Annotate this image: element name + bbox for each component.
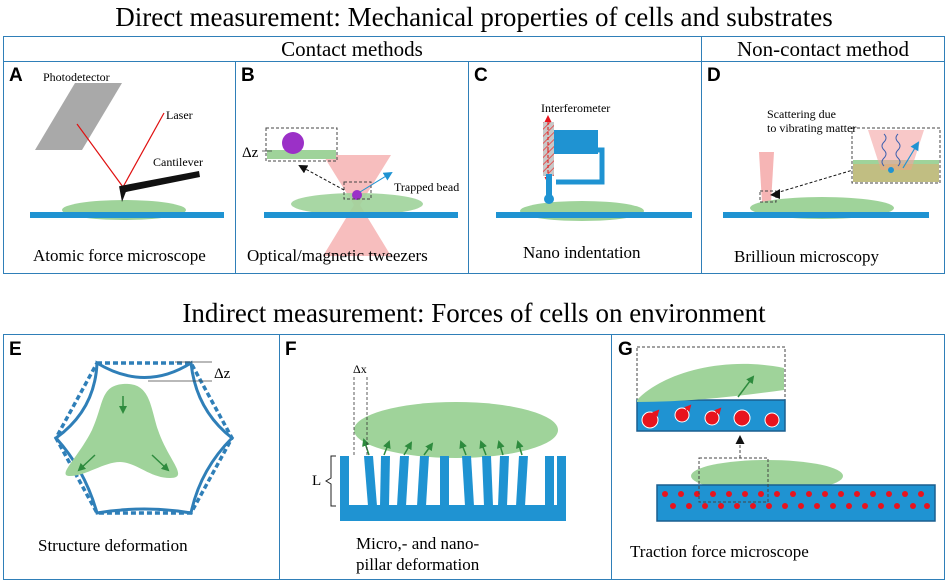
- tfm-zoom-region: [698, 457, 769, 503]
- panel-divider-ab: [235, 61, 236, 274]
- panel-letter-b: B: [241, 65, 255, 86]
- inset-bead: [282, 132, 304, 154]
- label-laser: Laser: [166, 108, 193, 122]
- direct-measurement-title: Direct measurement: Mechanical propertie…: [115, 2, 833, 32]
- caption-micropillar-line2: pillar deformation: [356, 555, 480, 574]
- traction-force-illustration: [636, 346, 936, 522]
- tweezers-illustration: [262, 127, 458, 256]
- scatter-connector: [775, 169, 854, 194]
- cell-e: [65, 383, 179, 478]
- label-cantilever: Cantilever: [153, 155, 203, 169]
- cell-b: [291, 193, 423, 215]
- force-arrow-e-right: [151, 454, 170, 472]
- scatter-wave-right: [895, 133, 901, 167]
- indenter-tip: [544, 194, 554, 204]
- structure-deformation-illustration: [53, 360, 235, 515]
- afm-illustration: [30, 83, 224, 220]
- zoom-box-large: [265, 127, 338, 162]
- panel-letter-c: C: [474, 65, 488, 86]
- panel-letter-a: A: [9, 65, 23, 86]
- L-bracket: [325, 455, 336, 507]
- label-dz-b: Δz: [242, 145, 259, 161]
- cell-g: [691, 460, 843, 492]
- substrate-c: [496, 212, 692, 218]
- laser-beam-out: [122, 112, 165, 188]
- label-L: L: [312, 473, 322, 489]
- pillar-base: [340, 505, 566, 521]
- label-interferometer: Interferometer: [541, 101, 611, 115]
- contact-methods-header: Contact methods: [281, 37, 423, 61]
- panel-letter-f: F: [285, 339, 297, 360]
- scatter-arrow: [902, 141, 920, 169]
- cantilever-arm: [120, 171, 200, 193]
- gel-substrate: [656, 484, 936, 522]
- label-photodetector: Photodetector: [43, 70, 110, 84]
- caption-micropillar-line1: Micro,- and nano-: [356, 534, 480, 553]
- label-scattering-line2: to vibrating matter: [767, 121, 857, 135]
- tfm-inset-arrow: [737, 375, 755, 398]
- cantilever-tip: [119, 186, 127, 202]
- caption-brillouin: Brillioun microscopy: [734, 247, 879, 266]
- trapped-bead-pointer: [359, 171, 393, 193]
- scatter-connector-head: [770, 189, 780, 199]
- indirect-measurement-title: Indirect measurement: Forces of cells on…: [182, 298, 766, 328]
- trapped-bead: [352, 190, 362, 200]
- substrate-b: [264, 212, 458, 218]
- photodetector-shape: [35, 83, 122, 150]
- label-scattering-line1: Scattering due: [767, 107, 836, 121]
- panel-divider-bc: [468, 61, 469, 274]
- brillouin-illustration: [723, 127, 941, 219]
- caption-traction-force: Traction force microscope: [630, 542, 809, 561]
- probe-beam: [759, 152, 774, 203]
- panel-letter-g: G: [618, 339, 633, 360]
- inset-cell-strip: [267, 150, 336, 159]
- cell-f: [354, 402, 558, 458]
- nanoindentation-illustration: [496, 115, 692, 221]
- panel-letter-e: E: [9, 339, 22, 360]
- panel-letter-d: D: [707, 65, 721, 86]
- bead-row-top: [662, 491, 924, 497]
- noncontact-method-header: Non-contact method: [736, 37, 910, 61]
- label-dx: Δx: [353, 362, 367, 376]
- indenter-rod: [546, 174, 552, 196]
- direct-measurement-frame: [3, 36, 945, 274]
- zoom-box-small: [343, 181, 372, 200]
- caption-structure-deformation: Structure deformation: [38, 536, 188, 555]
- laser-beam-in: [76, 123, 124, 188]
- caption-afm: Atomic force microscope: [33, 246, 206, 265]
- deformed-hexagon: [53, 360, 235, 515]
- label-trapped-bead: Trapped bead: [394, 180, 460, 194]
- tfm-inset-cell: [637, 363, 784, 402]
- micropillar-illustration: [325, 377, 566, 521]
- header-divider: [3, 61, 945, 62]
- zoom-connector: [298, 165, 345, 191]
- caption-tweezers: Optical/magnetic tweezers: [247, 246, 428, 265]
- scatter-point: [888, 167, 894, 173]
- force-arrow-e-left: [77, 454, 96, 472]
- bead-row-bottom: [670, 503, 930, 509]
- pillar-array: [340, 456, 566, 506]
- caption-nanoindentation: Nano indentation: [523, 243, 641, 262]
- scatter-wave-left: [881, 133, 887, 167]
- contact-noncontact-divider: [701, 36, 702, 274]
- panel-divider-fg: [611, 334, 612, 580]
- indenter-frame: [554, 147, 605, 185]
- panel-divider-ef: [279, 334, 280, 580]
- scatter-inset-overlay: [853, 164, 939, 182]
- substrate-a: [30, 212, 224, 218]
- label-dz-e: Δz: [214, 366, 231, 382]
- indirect-measurement-frame: [3, 334, 945, 580]
- scatter-inset-box: [851, 127, 941, 184]
- substrate-d: [723, 212, 929, 218]
